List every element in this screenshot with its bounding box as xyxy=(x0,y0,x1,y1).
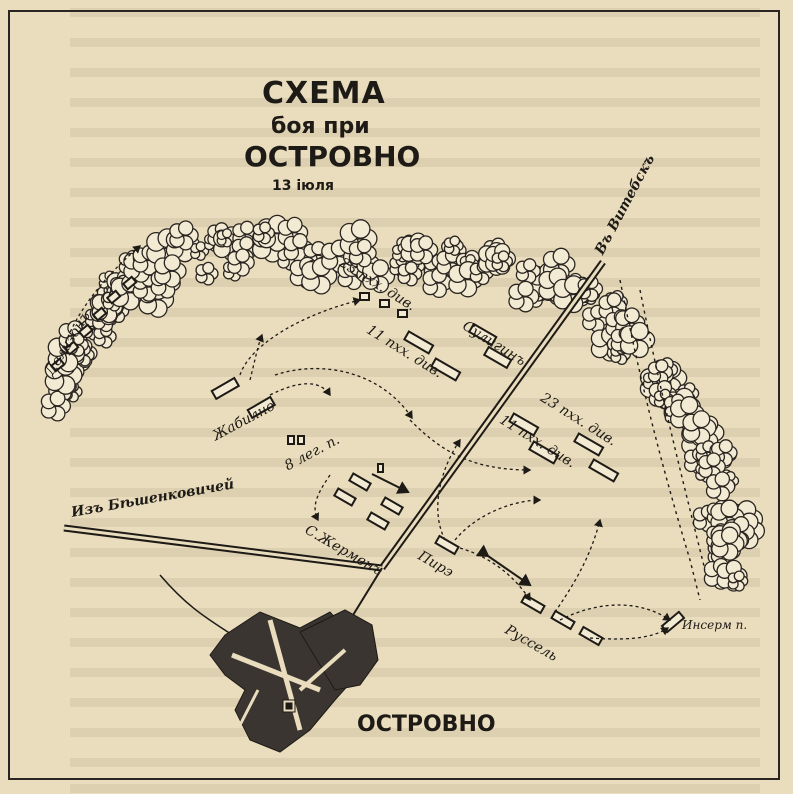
tree-clump xyxy=(443,235,464,256)
tree-clump xyxy=(698,452,726,481)
tree-clump xyxy=(727,570,749,592)
attack-arrows xyxy=(371,473,532,587)
map-title-place: ОСТРОВНО xyxy=(244,140,421,173)
tree-clump xyxy=(216,228,236,248)
map-frame xyxy=(8,10,780,780)
tree-clump xyxy=(669,396,705,432)
tree-clump xyxy=(711,526,745,561)
tree-clump xyxy=(40,390,72,422)
tree-clump xyxy=(508,280,540,313)
tree-clump xyxy=(348,238,377,268)
tree-clump xyxy=(682,410,717,446)
tree-clump xyxy=(491,250,514,273)
tree-clump xyxy=(542,247,576,282)
roads xyxy=(63,259,706,641)
tree-clump xyxy=(252,221,276,245)
town-label: ОСТРОВНО xyxy=(357,712,496,737)
tree-clump xyxy=(301,257,338,295)
label-inferm: Инсерм п. xyxy=(682,618,748,632)
town-ostrovno xyxy=(209,609,379,753)
troop-units xyxy=(49,275,686,647)
tree-clump xyxy=(362,259,396,294)
map-title: СХЕМА xyxy=(262,76,386,111)
map-date: 13 іюля xyxy=(272,178,335,194)
tree-clump xyxy=(227,248,255,277)
tree-clump xyxy=(195,261,219,286)
tree-clump xyxy=(705,471,736,502)
movement-arrows xyxy=(59,245,672,640)
tree-clump xyxy=(409,235,439,265)
tree-clump xyxy=(515,258,541,284)
map-subtitle: боя при xyxy=(271,114,370,139)
tree-clump xyxy=(169,220,199,251)
forest-area xyxy=(40,214,766,592)
tree-clump xyxy=(397,261,423,287)
tree-clump xyxy=(154,254,187,288)
tree-clump xyxy=(619,321,656,359)
